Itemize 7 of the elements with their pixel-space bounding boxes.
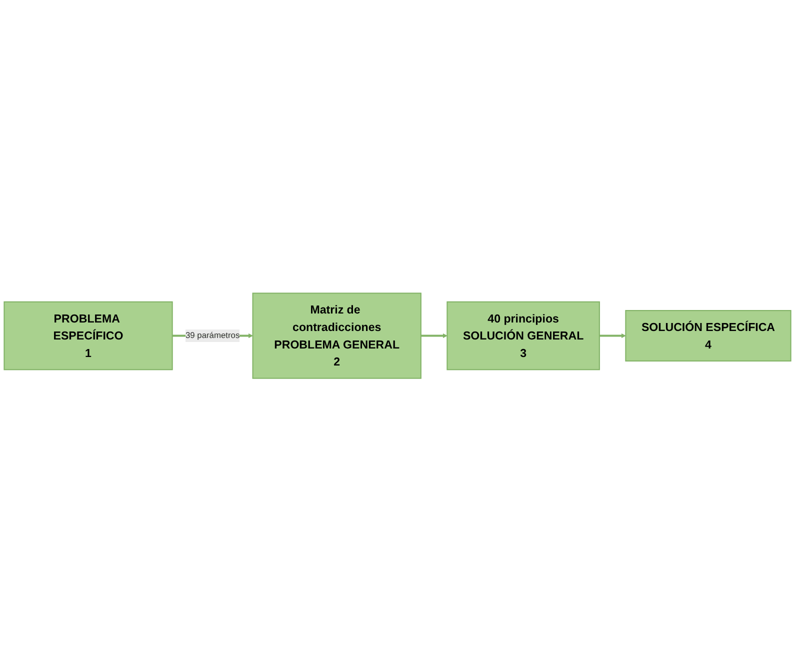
node-box: SOLUCIÓN ESPECÍFICA 4: [625, 310, 792, 362]
edge-label: 39 parámetros: [185, 330, 240, 340]
node-box: PROBLEMA ESPECÍFICO 1: [4, 301, 173, 370]
node-box: Matriz de contradicciones PROBLEMA GENERAL 2: [252, 292, 422, 379]
arrow: [599, 333, 626, 338]
arrow: [420, 333, 448, 338]
node-box: 40 principios SOLUCIÓN GENERAL 3: [446, 301, 600, 370]
